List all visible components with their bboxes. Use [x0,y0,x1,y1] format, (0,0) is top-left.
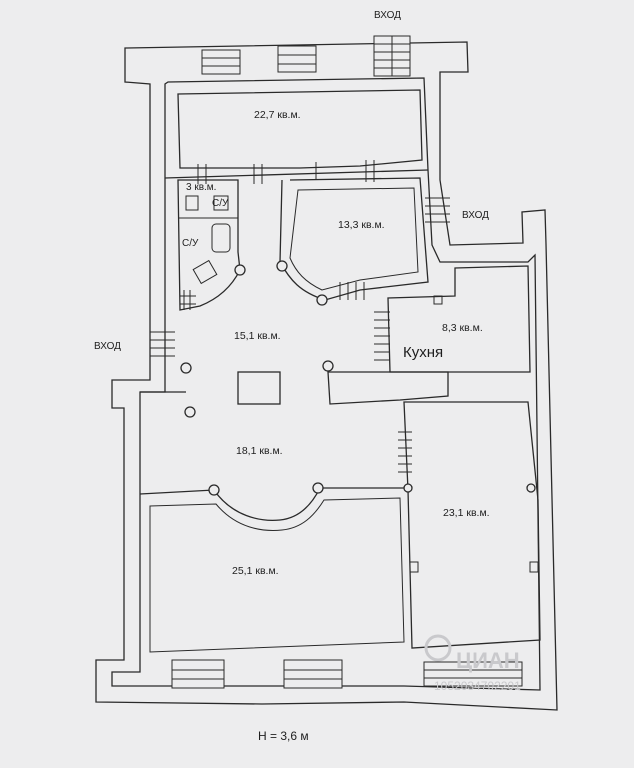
watermark-number: 1052034702201 [434,679,521,693]
window-top-1 [201,49,241,75]
sink-fixture [192,259,218,285]
entrance-label-top: ВХОД [374,10,401,21]
ceiling-height-label: H = 3,6 м [258,729,309,743]
room-area-3: 3 кв.м. [186,182,216,193]
room-area-15-1: 15,1 кв.м. [234,330,281,342]
room-area-22-7: 22,7 кв.м. [254,109,301,121]
window-top-2 [277,45,317,73]
outer-wall-inner-line [111,77,541,691]
small-square-fixtures [409,295,539,573]
wall-room-25-top [139,487,404,522]
entrance-label-left: ВХОД [94,341,121,352]
wall-corridor-top [164,169,429,179]
kitchen-label: Кухня [403,344,443,361]
columns [180,260,536,496]
room-area-18-1: 18,1 кв.м. [236,445,283,457]
wall-room-13-inner [289,187,419,291]
bathtub-fixture [211,223,231,253]
wall-room-22-bottom [177,89,423,169]
room-area-13-3: 13,3 кв.м. [338,219,385,231]
bathroom-label-2: С/У [182,238,199,249]
wall-room-23 [403,401,541,649]
outer-wall-outer-line [95,41,558,711]
room-area-8-3: 8,3 кв.м. [442,322,483,334]
window-bottom-2 [283,659,343,689]
central-column [237,371,281,405]
bathroom-label-1: С/У [212,198,229,209]
entrance-label-right: ВХОД [462,210,489,221]
watermark: ЦИАН 1052034702201 [424,634,521,693]
toilet-fixture-2 [213,195,229,211]
toilet-fixture-1 [185,195,199,211]
room-area-25-1: 25,1 кв.м. [232,565,279,577]
entrance-top-door [373,35,411,77]
window-bottom-1 [171,659,225,689]
interior-doors [180,160,412,473]
entrance-left-door [150,331,175,357]
watermark-logo-icon [424,634,452,662]
entrance-right-door [425,197,450,223]
room-area-23-1: 23,1 кв.м. [443,507,490,519]
watermark-brand: ЦИАН [456,648,520,673]
wall-room-25-inner [149,497,405,653]
window-bottom-3 [423,661,523,687]
wall-partition-right [327,371,449,405]
wall-bathroom [177,179,241,311]
